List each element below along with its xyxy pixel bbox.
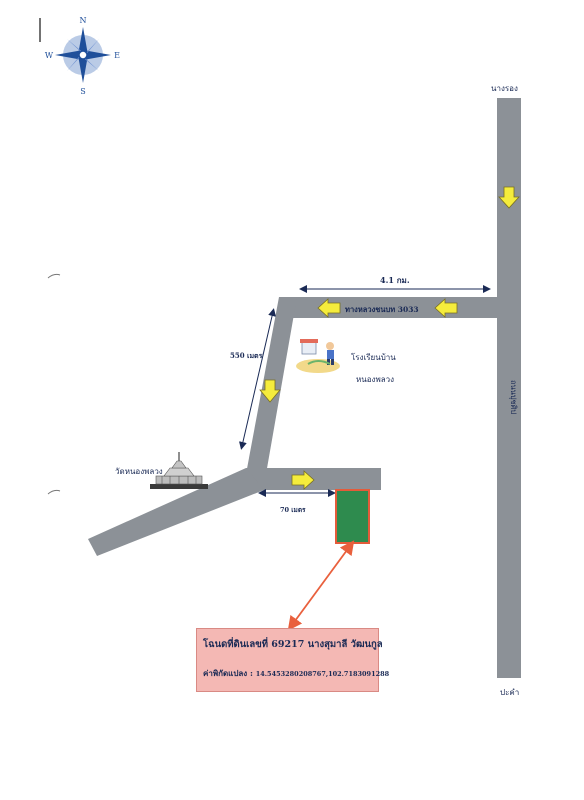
- plot-info-box: โฉนดที่ดินเลขที่ 69217 นางสุมาลี วัฒนกูล…: [196, 628, 389, 692]
- coordinates-value: 14.5453280208767,102.7183091288: [255, 670, 390, 678]
- vertical-road-label: ถนนปุชศิป: [509, 380, 518, 414]
- compass-n-label: N: [80, 16, 87, 25]
- north-destination-label: นางรอง: [491, 84, 518, 93]
- direction-arrow-left-icon: [434, 298, 458, 318]
- temple-label: วัดหนองพลวง: [115, 467, 163, 476]
- school-label-line1: โรงเรียนบ้าน: [351, 352, 396, 362]
- lower-east-road-segment: [246, 468, 381, 490]
- school-label-line2: หนองพลวง: [356, 375, 394, 384]
- direction-arrow-right-icon: [291, 470, 315, 490]
- coordinates-text: ค่าพิกัดแปลง : 14.5453280208767,102.7183…: [203, 667, 389, 680]
- school-icon: [296, 339, 340, 373]
- distance-label-top: 4.1 กม.: [380, 275, 410, 285]
- direction-arrow-left-icon: [317, 298, 341, 318]
- distance-label-diagonal: 550 เมตร: [230, 351, 263, 360]
- plot-pointer-arrow: [287, 540, 355, 631]
- lower-west-road-segment: [88, 468, 264, 556]
- compass-rose-icon: N S E W: [45, 16, 120, 96]
- south-destination-label: ปะคำ: [500, 688, 519, 697]
- compass-e-label: E: [114, 51, 120, 60]
- distance-line-diagonal: [239, 308, 276, 450]
- deed-number-text: โฉนดที่ดินเลขที่ 69217 นางสุมาลี วัฒนกูล: [203, 639, 383, 650]
- highway-name-label: ทางหลวงชนบท 3033: [345, 305, 419, 314]
- land-plot: [335, 489, 370, 544]
- distance-label-short: 70 เมตร: [280, 506, 306, 514]
- compass-s-label: S: [80, 87, 85, 96]
- direction-arrow-down-icon: [498, 186, 520, 209]
- compass-w-label: W: [45, 51, 54, 60]
- temple-icon: [150, 452, 208, 489]
- coordinates-label: ค่าพิกัดแปลง :: [203, 668, 253, 678]
- road-network: [88, 98, 521, 678]
